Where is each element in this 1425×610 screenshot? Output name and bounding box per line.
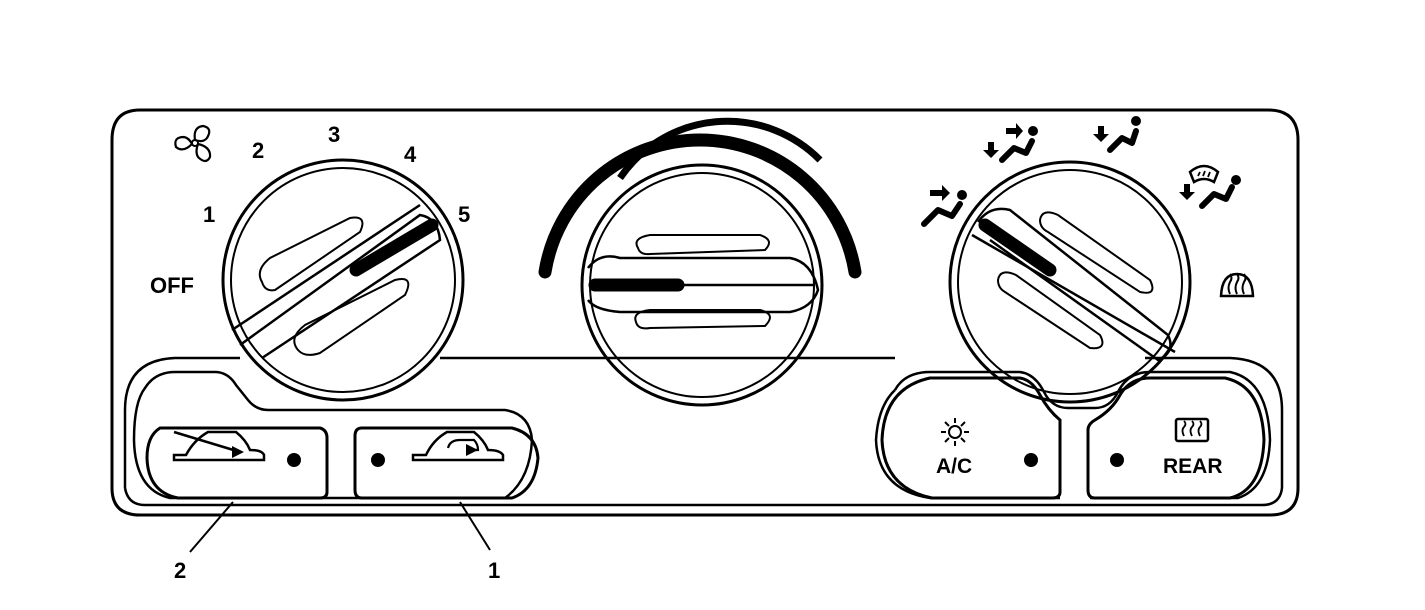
fan-speed-2-label: 2 bbox=[252, 138, 264, 163]
rear-defrost-indicator-led bbox=[1110, 453, 1124, 467]
air-mode-scale bbox=[921, 116, 1255, 298]
recirculation-indicator-led bbox=[371, 453, 385, 467]
callout-1-label: 1 bbox=[488, 558, 500, 583]
defrost-icon bbox=[1219, 272, 1255, 298]
fan-icon bbox=[174, 124, 212, 163]
floor-mode-icon bbox=[1093, 116, 1141, 153]
floor-defrost-mode-icon bbox=[1179, 164, 1241, 209]
callout-1-leader bbox=[459, 501, 491, 551]
rear-defrost-icon bbox=[1174, 417, 1210, 443]
callouts: 2 1 bbox=[174, 501, 500, 583]
recirculation-icon bbox=[411, 430, 505, 462]
fan-speed-off-label: OFF bbox=[150, 273, 194, 298]
outside-air-button[interactable] bbox=[145, 426, 329, 500]
outside-air-indicator-led bbox=[287, 453, 301, 467]
snowflake-sun-icon bbox=[941, 418, 969, 446]
ac-indicator-led bbox=[1024, 453, 1038, 467]
air-mode-pointer bbox=[978, 218, 1057, 277]
air-mode-knob[interactable] bbox=[948, 160, 1192, 404]
fan-speed-knob[interactable] bbox=[221, 158, 465, 402]
ac-rear-button-group bbox=[874, 370, 1272, 500]
air-intake-button-group bbox=[132, 370, 534, 500]
fan-speed-5-label: 5 bbox=[458, 202, 470, 227]
temperature-scale bbox=[538, 117, 862, 279]
ac-button[interactable]: A/C bbox=[880, 376, 1062, 500]
fan-speed-pointer bbox=[349, 218, 439, 277]
fan-speed-3-label: 3 bbox=[328, 122, 340, 147]
fan-speed-scale: OFF 1 2 3 4 5 bbox=[150, 122, 470, 298]
panel-outline bbox=[110, 108, 1300, 517]
callout-2-label: 2 bbox=[174, 558, 186, 583]
fan-speed-4-label: 4 bbox=[404, 142, 417, 167]
ac-button-label: A/C bbox=[936, 455, 972, 478]
recirculation-button[interactable] bbox=[353, 426, 540, 500]
callout-2-leader bbox=[189, 501, 234, 553]
temperature-knob[interactable] bbox=[580, 163, 824, 407]
rear-defrost-button-label: REAR bbox=[1163, 455, 1223, 478]
fan-speed-1-label: 1 bbox=[203, 202, 215, 227]
vent-mode-icon bbox=[921, 185, 967, 227]
outside-air-icon bbox=[172, 430, 266, 462]
bilevel-mode-icon bbox=[983, 123, 1038, 163]
rear-defrost-button[interactable]: REAR bbox=[1086, 376, 1266, 500]
